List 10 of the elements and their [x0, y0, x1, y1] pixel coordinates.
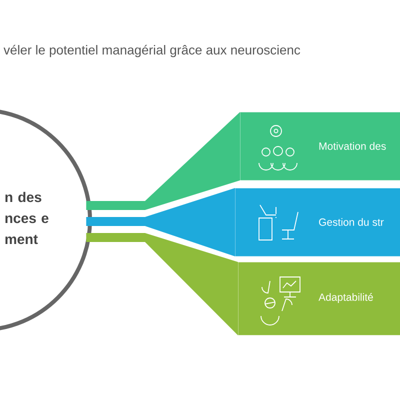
- connector: [86, 188, 235, 256]
- band: Motivation des: [240, 112, 400, 180]
- band: Adaptabilité: [238, 262, 400, 336]
- node-label: Adaptabilité: [318, 293, 373, 303]
- connector: [86, 233, 238, 336]
- node-label: Motivation des: [319, 142, 386, 150]
- band: Gestion du str: [235, 188, 400, 256]
- connector: [86, 112, 240, 210]
- node-label: Gestion du str: [319, 218, 384, 226]
- title: véler le potentiel managérial grâce aux neuroscienc: [4, 44, 300, 58]
